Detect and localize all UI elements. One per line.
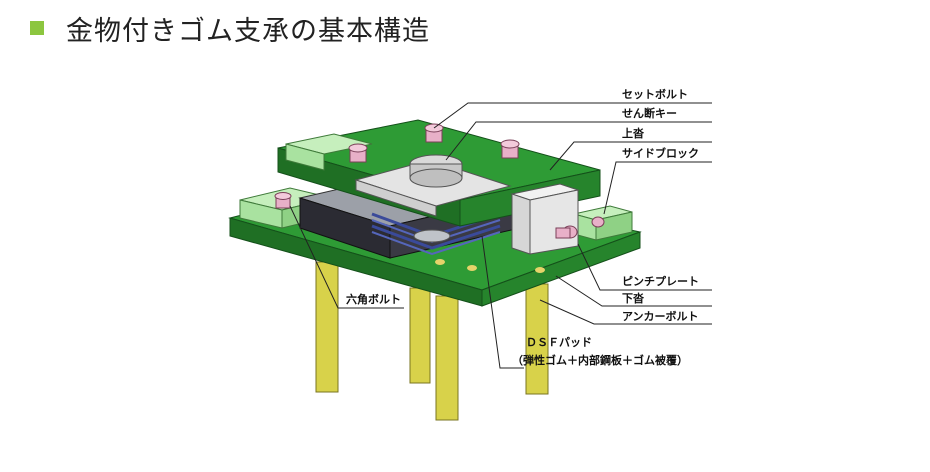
label-pinch-plate: ピンチプレート bbox=[622, 274, 699, 288]
label-anchor-bolt: アンカーボルト bbox=[622, 309, 699, 323]
label-dsf-pad-detail: （弾性ゴム＋内部鋼板＋ゴム被覆） bbox=[512, 353, 688, 367]
title-bullet-icon bbox=[30, 21, 44, 35]
set-bolt-1 bbox=[424, 123, 444, 143]
label-dsf-pad: ＤＳＦパッド bbox=[526, 336, 592, 349]
label-hex-bolt: 六角ボルト bbox=[346, 292, 401, 306]
title-bar: 金物付きゴム支承の基本構造 bbox=[30, 8, 430, 48]
labels: セットボルト せん断キー 上沓 サイドブロック ピンチプレート 下沓 アンカーボ… bbox=[346, 87, 699, 367]
anchor-bolt-1 bbox=[315, 261, 339, 393]
upper-side-block-left bbox=[285, 133, 373, 171]
bolts bbox=[274, 123, 605, 239]
label-shear-key: せん断キー bbox=[622, 106, 677, 120]
page-title: 金物付きゴム支承の基本構造 bbox=[66, 15, 430, 47]
label-upper-shoe: 上沓 bbox=[622, 126, 645, 140]
anchor-bolts bbox=[315, 261, 549, 421]
set-bolt-2 bbox=[348, 143, 368, 163]
pinch-bolt bbox=[555, 225, 578, 239]
hex-bolt-shape bbox=[274, 192, 292, 209]
side-block-right bbox=[573, 205, 633, 241]
set-bolt-3 bbox=[500, 139, 520, 159]
label-set-bolt: セットボルト bbox=[622, 87, 688, 101]
side-bolt bbox=[591, 216, 605, 228]
label-side-block: サイドブロック bbox=[622, 146, 699, 160]
anchor-bolt-2 bbox=[409, 287, 431, 384]
leader-lines bbox=[289, 102, 712, 369]
anchor-bolt-3 bbox=[435, 295, 459, 421]
label-lower-shoe: 下沓 bbox=[622, 291, 645, 305]
pinch-plate bbox=[510, 183, 580, 255]
